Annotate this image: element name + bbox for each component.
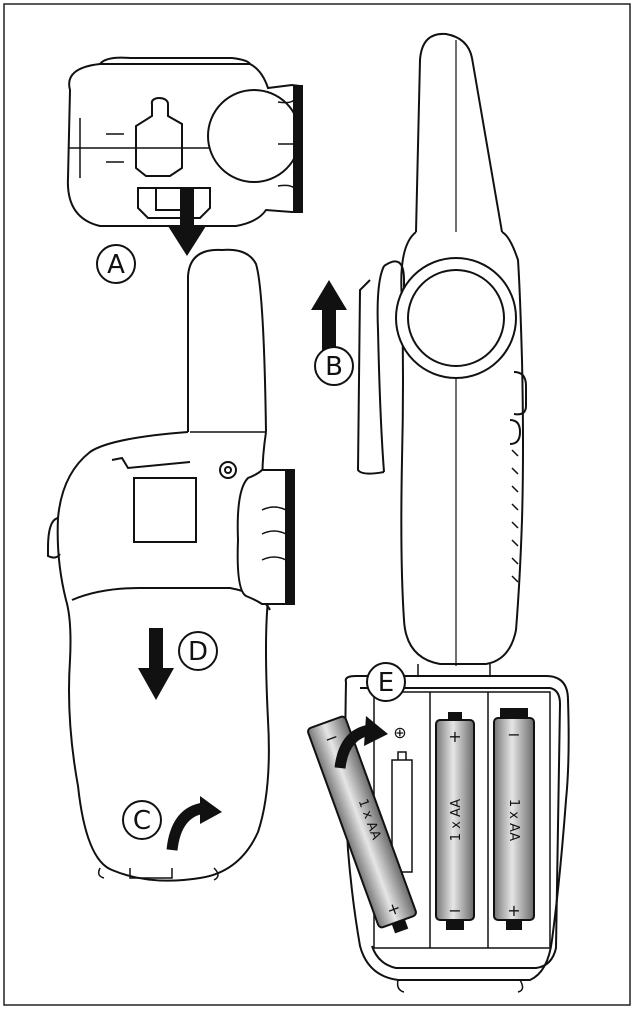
curved-arrow-c bbox=[166, 796, 222, 851]
battery-2-label: 1 x AA bbox=[449, 799, 464, 841]
battery-2-plus: + bbox=[448, 727, 461, 746]
label-b: B bbox=[325, 352, 343, 382]
label-a-badge: A bbox=[96, 244, 136, 284]
arrow-a bbox=[168, 188, 206, 256]
battery-1-plus: + bbox=[384, 898, 403, 920]
radio-side-view bbox=[356, 32, 527, 677]
label-d-badge: D bbox=[178, 631, 218, 671]
battery-2-minus: − bbox=[448, 901, 461, 920]
battery-3-plus: + bbox=[507, 901, 520, 920]
label-c-badge: C bbox=[122, 800, 162, 840]
battery-3-minus: − bbox=[507, 725, 520, 744]
radio-top-view bbox=[66, 56, 303, 227]
arrow-d bbox=[138, 628, 174, 700]
radio-back-view bbox=[47, 248, 295, 882]
polarity-symbol: ⊕ bbox=[393, 723, 406, 742]
battery-slot-2: + − 1 x AA bbox=[435, 712, 475, 930]
label-e-badge: E bbox=[366, 662, 406, 702]
label-c: C bbox=[133, 806, 151, 836]
label-d: D bbox=[188, 637, 208, 667]
label-e: E bbox=[378, 668, 394, 698]
curved-arrow-e bbox=[334, 716, 388, 769]
battery-3-label: 1 x AA bbox=[506, 799, 521, 841]
battery-slot-3: − + 1 x AA bbox=[493, 708, 535, 930]
label-a: A bbox=[107, 250, 125, 280]
arrow-b bbox=[311, 280, 347, 352]
battery-compartment bbox=[344, 675, 570, 993]
battery-inserting: − + 1 x AA bbox=[307, 715, 417, 934]
polarity-plus-mark: ⊕ bbox=[393, 723, 406, 742]
label-b-badge: B bbox=[314, 346, 354, 386]
page-border bbox=[3, 3, 631, 1006]
battery-1-minus: − bbox=[322, 727, 341, 749]
